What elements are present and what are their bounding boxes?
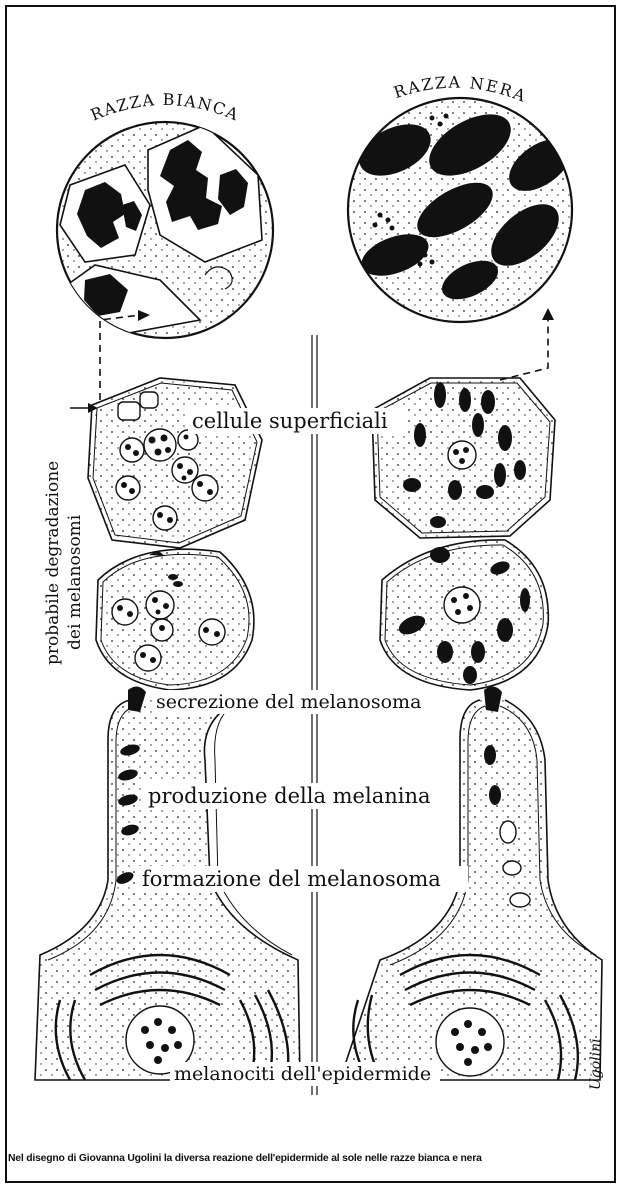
dashed-arrow-right	[500, 318, 548, 380]
razza-bianca-circle	[50, 110, 290, 350]
right-lower-cell	[380, 540, 548, 690]
right-superficial-cell	[372, 378, 555, 538]
left-superficial-cell	[88, 378, 262, 548]
label-dei-melanosomi: dei melanosomi	[65, 514, 85, 650]
label-produzione: produzione della melanina	[148, 784, 431, 808]
label-secrezione: secrezione del melanosoma	[156, 691, 421, 713]
central-divider	[312, 335, 317, 1095]
label-cellule-superficiali: cellule superficiali	[192, 409, 388, 433]
left-lower-cell	[96, 549, 254, 690]
artist-signature: Ugolini	[588, 1038, 604, 1090]
label-formazione: formazione del melanosoma	[142, 867, 441, 891]
label-probabile-degradazione: probabile degradazione	[43, 461, 63, 665]
label-melanociti: melanociti dell'epidermide	[174, 1063, 431, 1085]
label-razza-bianca: RAZZA BIANCA	[88, 90, 243, 125]
figure-caption: Nel disegno di Giovanna Ugolini la diver…	[8, 1153, 614, 1164]
razza-nera-circle	[340, 95, 580, 335]
